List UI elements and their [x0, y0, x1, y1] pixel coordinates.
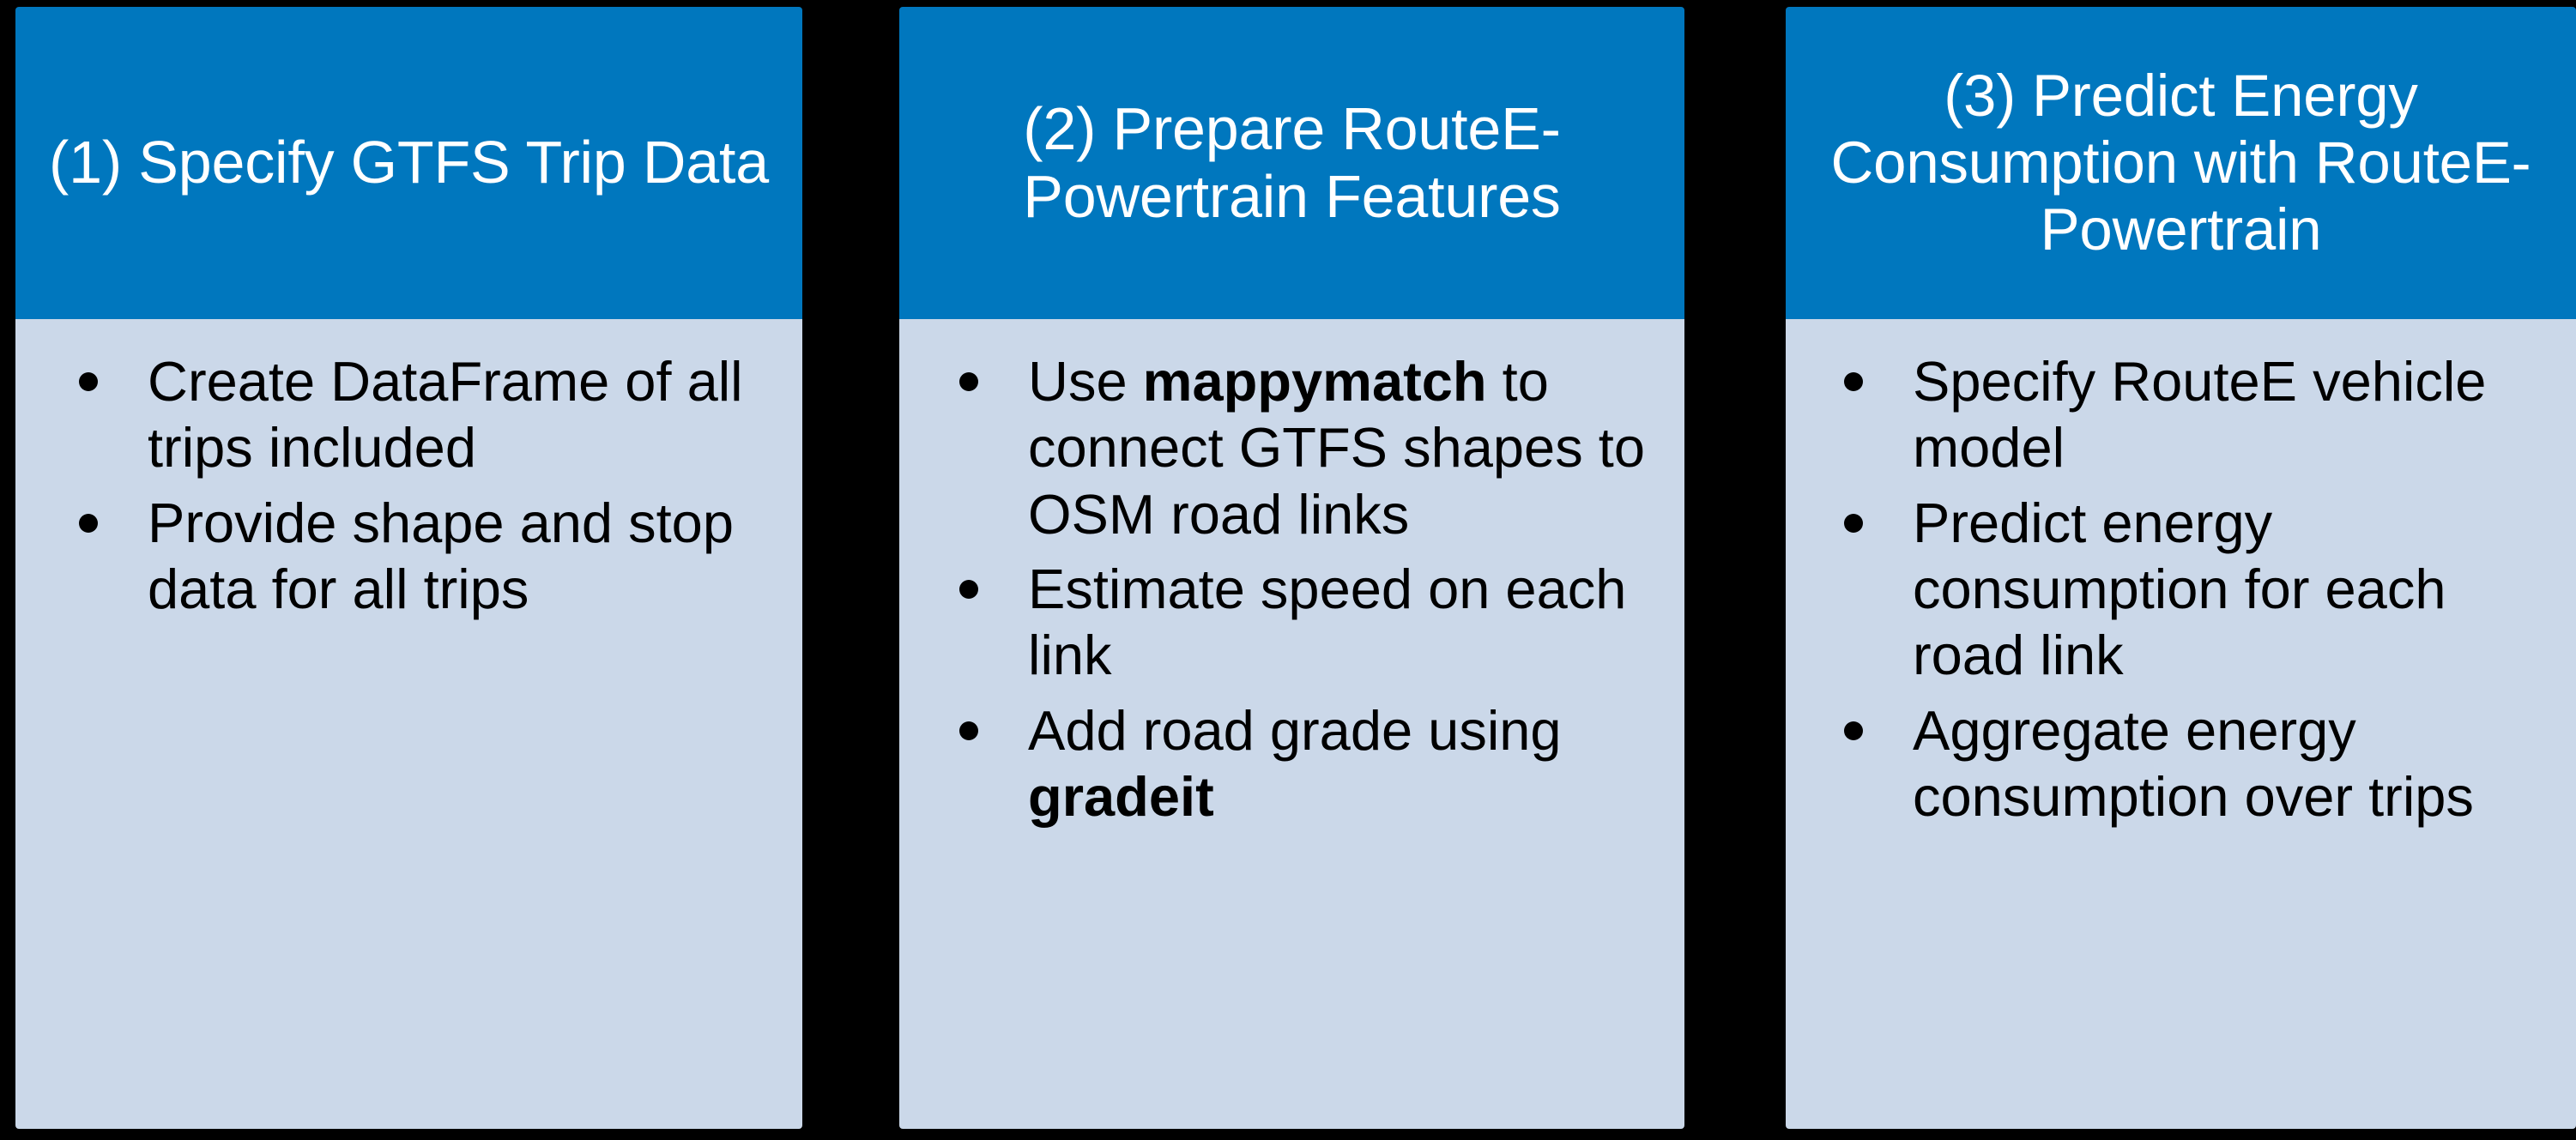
- bullet-text-prefix: Add road grade using: [1028, 698, 1562, 762]
- step-2-title: (2) Prepare RouteE-Powertrain Features: [1023, 94, 1561, 230]
- bullet-dot-icon: [959, 580, 978, 600]
- step-2-bullet-list: Use mappymatch to connect GTFS shapes to…: [918, 348, 1662, 829]
- bullet-text: Aggregate energy consumption over trips: [1913, 698, 2474, 829]
- bullet-text-emphasis: gradeit: [1028, 765, 1214, 829]
- list-item: Aggregate energy consumption over trips: [1805, 697, 2554, 830]
- list-item: Estimate speed on each link: [918, 556, 1662, 689]
- step-card-3: (3) Predict Energy Consumption with Rout…: [1786, 7, 2576, 1129]
- bullet-text: Predict energy consumption for each road…: [1913, 491, 2446, 687]
- bullet-text: Create DataFrame of all trips included: [148, 350, 743, 480]
- step-1-title: (1) Specify GTFS Trip Data: [49, 129, 769, 196]
- list-item: Add road grade using gradeit: [918, 697, 1662, 830]
- bullet-dot-icon: [1844, 372, 1863, 391]
- step-3-bullet-list: Specify RouteE vehicle model Predict ene…: [1805, 348, 2554, 829]
- list-item: Use mappymatch to connect GTFS shapes to…: [918, 348, 1662, 547]
- step-card-2: (2) Prepare RouteE-Powertrain Features U…: [899, 7, 1684, 1129]
- bullet-text-suffix: to connect GTFS shapes to OSM road links: [1028, 350, 1645, 546]
- bullet-text-prefix: Use: [1028, 350, 1143, 413]
- bullet-dot-icon: [1844, 721, 1863, 740]
- step-3-body: Specify RouteE vehicle model Predict ene…: [1786, 319, 2576, 1129]
- step-card-1: (1) Specify GTFS Trip Data Create DataFr…: [15, 7, 802, 1129]
- bullet-text: Estimate speed on each link: [1028, 558, 1627, 687]
- step-3-header: (3) Predict Energy Consumption with Rout…: [1786, 7, 2576, 319]
- step-2-body: Use mappymatch to connect GTFS shapes to…: [899, 319, 1684, 1129]
- bullet-dot-icon: [79, 513, 98, 533]
- step-1-header: (1) Specify GTFS Trip Data: [15, 7, 802, 319]
- bullet-dot-icon: [959, 721, 978, 740]
- bullet-dot-icon: [959, 372, 978, 391]
- bullet-text: Provide shape and stop data for all trip…: [148, 491, 734, 621]
- list-item: Specify RouteE vehicle model: [1805, 348, 2554, 481]
- bullet-text-emphasis: mappymatch: [1142, 350, 1487, 413]
- step-2-header: (2) Prepare RouteE-Powertrain Features: [899, 7, 1684, 319]
- list-item: Create DataFrame of all trips included: [34, 348, 780, 481]
- bullet-dot-icon: [1844, 513, 1863, 533]
- bullet-dot-icon: [79, 372, 98, 391]
- step-3-title: (3) Predict Energy Consumption with Rout…: [1830, 63, 2531, 262]
- list-item: Provide shape and stop data for all trip…: [34, 490, 780, 623]
- step-1-bullet-list: Create DataFrame of all trips included P…: [34, 348, 780, 622]
- list-item: Predict energy consumption for each road…: [1805, 490, 2554, 689]
- bullet-text: Specify RouteE vehicle model: [1913, 350, 2487, 480]
- step-1-body: Create DataFrame of all trips included P…: [15, 319, 802, 1129]
